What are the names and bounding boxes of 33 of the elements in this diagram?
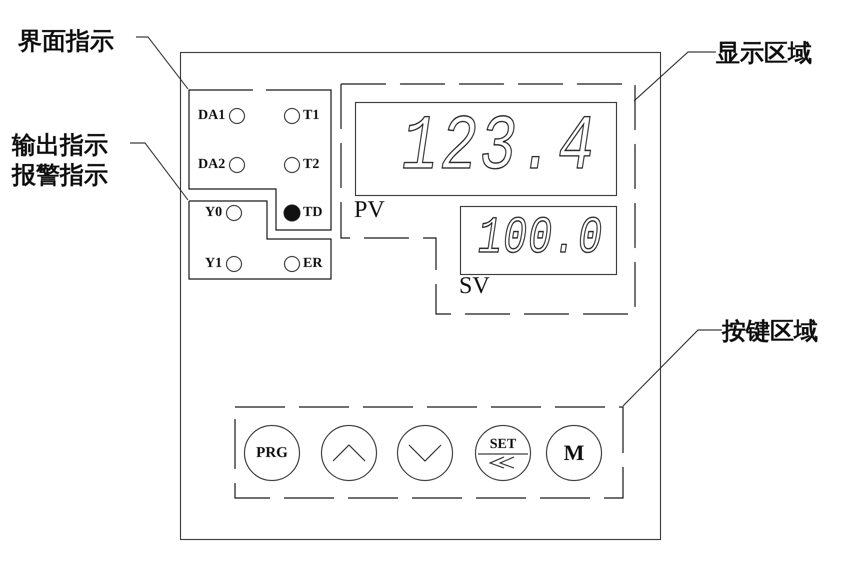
- indicator-label: DA2: [198, 157, 226, 173]
- seven-segment-readout: 100.0: [478, 218, 604, 262]
- leader-line: [136, 36, 188, 90]
- leader-line: [634, 52, 716, 102]
- indicator-region: [189, 90, 331, 230]
- callout-text: 输出指示: [12, 130, 109, 160]
- key-button: [397, 425, 453, 481]
- indicator-region: [189, 201, 331, 279]
- indicator-label: Y0: [205, 205, 222, 221]
- indicator-label: Y1: [205, 256, 222, 272]
- indicator-label: DA1: [198, 108, 226, 124]
- leader-line: [622, 330, 722, 406]
- device-panel: [180, 52, 661, 540]
- key-button: [321, 425, 377, 481]
- display-label: SV: [459, 273, 490, 300]
- display-label: PV: [354, 197, 385, 224]
- display-window: [355, 102, 617, 196]
- seven-segment-readout: 123.4: [402, 116, 598, 181]
- key-button: SET: [475, 425, 531, 481]
- key-region: [235, 407, 624, 498]
- callout-text: 报警指示: [12, 160, 109, 190]
- indicator-label: T1: [303, 108, 320, 124]
- callout-text: 按键区域: [722, 316, 819, 346]
- indicator-label: T2: [303, 157, 320, 173]
- callout-text: 界面指示: [18, 26, 115, 56]
- indicator-label: ER: [303, 256, 322, 272]
- display-region: [341, 84, 636, 315]
- indicator-label: TD: [303, 205, 322, 221]
- callout-text: 显示区域: [716, 38, 813, 68]
- display-window: [460, 206, 617, 275]
- key-button: PRG: [244, 425, 300, 481]
- key-button: M: [546, 425, 602, 481]
- leader-line: [130, 142, 188, 200]
